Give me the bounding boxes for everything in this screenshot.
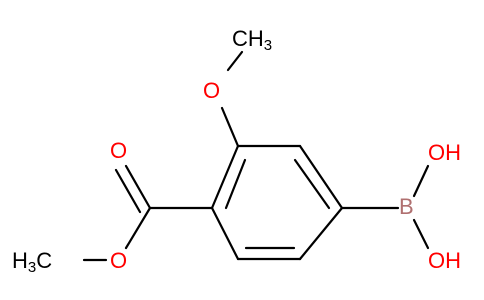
bond-carbonyl-double-2 xyxy=(114,168,142,214)
ring-bond-c6-c1 xyxy=(210,144,240,210)
bond-carbonyl-double-1 xyxy=(124,164,152,210)
methyl-top-label: CH3 xyxy=(232,26,272,54)
methyl-ester-h: H xyxy=(12,248,28,273)
bond-carbonyl-c-ester-o xyxy=(124,206,152,250)
methyl-ester-subscript: 3 xyxy=(28,259,36,276)
bond-boron-oh-upper xyxy=(412,164,430,198)
bond-methoxy-o-ch3 xyxy=(226,50,244,72)
ring-bond-c3-c4 xyxy=(298,206,344,261)
methyl-top-subscript: 3 xyxy=(264,37,272,54)
methoxy-oxygen-label: O xyxy=(203,78,220,103)
hydroxyl-upper-label: OH xyxy=(428,140,461,165)
carbonyl-oxygen-label: O xyxy=(110,138,127,163)
bond-ring-methoxy-o xyxy=(220,106,240,148)
methyl-ester-c: C xyxy=(36,248,52,273)
ring-bond-c5-c6 xyxy=(210,206,240,261)
methyl-ester-label: H3C xyxy=(12,248,52,276)
methyl-top-text: CH xyxy=(232,26,264,51)
bond-boron-oh-lower xyxy=(412,218,430,250)
boron-label: B xyxy=(399,194,414,219)
ring-double-bond-inner-1 xyxy=(293,158,331,210)
ring-double-bond-inner-3 xyxy=(224,158,247,210)
ring-bond-c2-c3 xyxy=(298,144,344,210)
benzene-ring xyxy=(210,144,344,261)
hydroxyl-lower-label: OH xyxy=(428,248,461,273)
ester-oxygen-label: O xyxy=(110,248,127,273)
